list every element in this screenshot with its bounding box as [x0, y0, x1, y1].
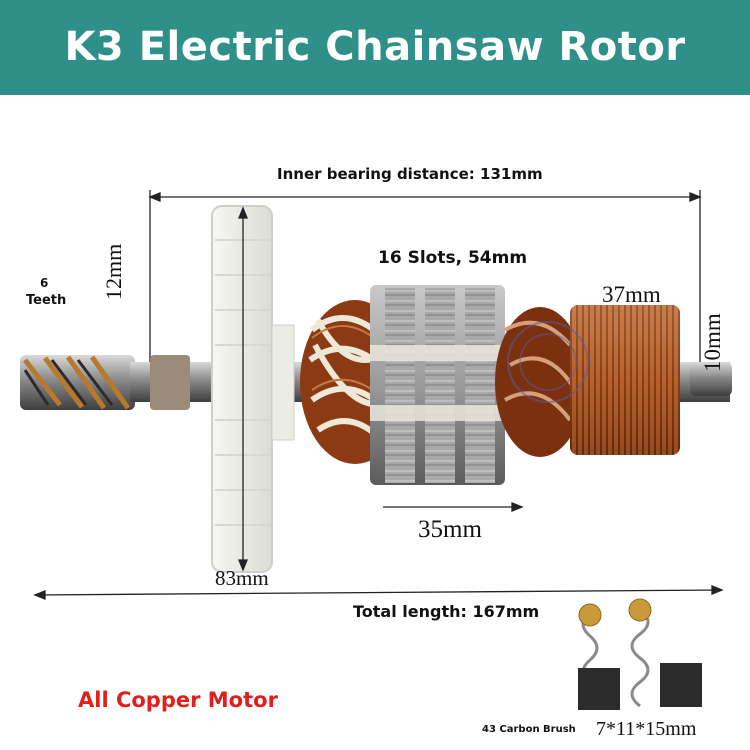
- drive-gear: [20, 355, 135, 410]
- core-length-dimension: [383, 502, 524, 512]
- end-diameter-label: 10mm: [700, 313, 725, 372]
- teeth-count-label: 6: [40, 276, 49, 290]
- total-length-dimension: [33, 585, 724, 600]
- cooling-fan: [211, 205, 295, 573]
- page-title: K3 Electric Chainsaw Rotor: [64, 24, 686, 70]
- slots-label: 16 Slots, 54mm: [378, 248, 528, 268]
- fan-diameter-label: 83mm: [215, 566, 269, 590]
- core-length-label: 35mm: [418, 516, 482, 543]
- commutator-diameter-label: 37mm: [602, 282, 661, 307]
- shaft-diameter-label: 12mm: [101, 243, 126, 300]
- carbon-brushes: [578, 598, 702, 710]
- commutator: [495, 305, 680, 457]
- bearing-seat: [150, 355, 190, 410]
- inner-bearing-label: Inner bearing distance: 131mm: [277, 165, 543, 183]
- total-length-label: Total length: 167mm: [353, 602, 540, 621]
- teeth-word-label: Teeth: [26, 293, 67, 308]
- armature-core: [370, 285, 505, 485]
- carbon-brush-label: 43 Carbon Brush: [482, 724, 576, 735]
- all-copper-label: All Copper Motor: [78, 688, 278, 712]
- watermark-seal: [507, 321, 589, 403]
- shaft-end: [690, 362, 732, 396]
- fan-diameter-dimension: [238, 206, 248, 572]
- brush-size-label: 7*11*15mm: [596, 718, 697, 740]
- title-banner: [0, 0, 750, 95]
- inner-bearing-dimension: [148, 190, 702, 370]
